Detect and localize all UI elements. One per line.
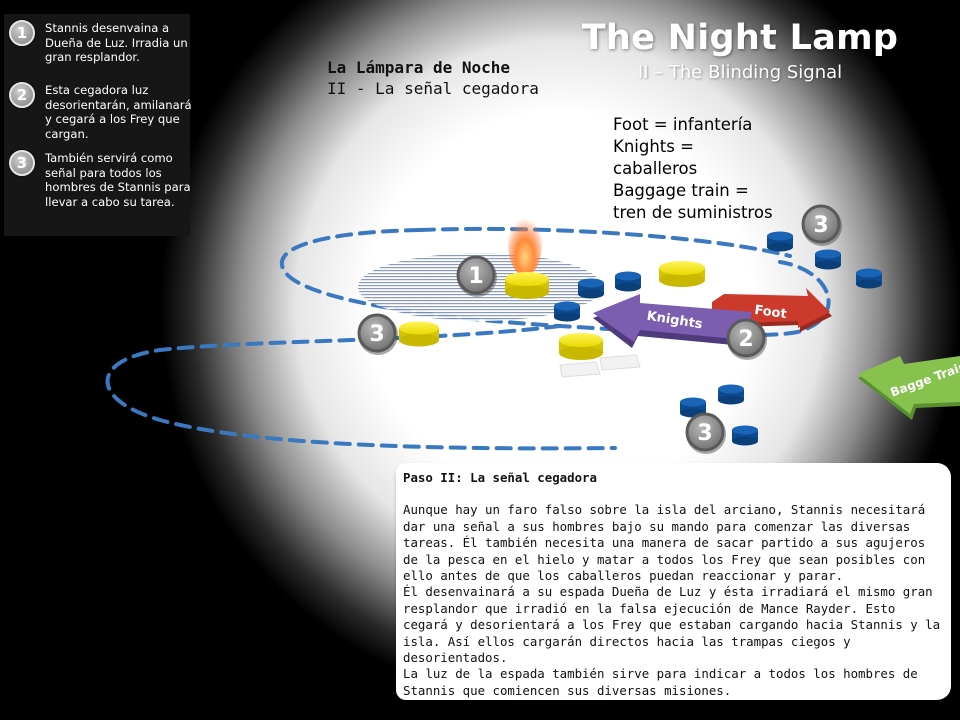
legend-number-2: 2 (9, 82, 35, 108)
unit-key-line: tren de suministros (613, 203, 773, 222)
description-paragraph: Él desenvainará a su espada Dueña de Luz… (403, 584, 941, 666)
legend-text-3: También servirá como señal para todos lo… (45, 151, 191, 209)
svg-text:3: 3 (813, 213, 828, 238)
marker-2: 2 (726, 318, 767, 360)
unit-key: Foot = infantería Knights = caballeros B… (613, 114, 773, 224)
stannis-token (554, 301, 580, 322)
description-content: Paso II: La señal cegadora Aunque hay un… (403, 470, 943, 699)
unit-key-line: caballeros (613, 159, 698, 178)
stannis-token (718, 384, 744, 405)
frey-token (399, 321, 439, 347)
frey-token (559, 333, 603, 360)
svg-text:2: 2 (738, 327, 753, 352)
legend-number-1: 1 (9, 20, 35, 46)
svg-text:3: 3 (697, 421, 712, 446)
description-heading: Paso II: La señal cegadora (403, 470, 597, 485)
stannis-token (767, 231, 793, 252)
unit-key-line: Baggage train = (613, 181, 749, 200)
stannis-token (856, 268, 882, 289)
ghost-tokens (559, 354, 641, 378)
baggage-train-arrow: Bagge Train (858, 356, 960, 420)
unit-key-line: Knights = (613, 137, 694, 156)
spanish-subtitle: II - La señal cegadora (327, 79, 539, 98)
stannis-token (615, 271, 641, 292)
description-box: Paso II: La señal cegadora Aunque hay un… (396, 463, 951, 700)
svg-text:1: 1 (468, 264, 483, 289)
description-paragraph: Aunque hay un faro falso sobre la isla d… (403, 502, 926, 584)
page-subtitle: II – The Blinding Signal (637, 62, 843, 83)
lightbringer-flame-icon (508, 212, 542, 276)
legend-text-2: Esta cegadora luz desorientarán, amilana… (45, 83, 192, 141)
marker-3-bottom: 3 (685, 412, 726, 454)
stannis-token (578, 278, 604, 299)
spanish-title: La Lámpara de Noche (327, 58, 511, 77)
stannis-token (732, 425, 758, 446)
marker-1: 1 (456, 255, 497, 297)
marker-3-left: 3 (357, 313, 398, 355)
description-paragraph: La luz de la espada también sirve para i… (403, 666, 918, 698)
svg-text:3: 3 (369, 322, 384, 347)
spanish-title-block: La Lámpara de Noche II - La señal cegado… (327, 57, 539, 99)
legend-number-3: 3 (9, 150, 35, 176)
frey-token (659, 261, 705, 287)
stannis-tokens (554, 231, 882, 446)
legend-text-1: Stannis desenvaina a Dueña de Luz. Irrad… (45, 21, 188, 65)
legend-panel: 1 Stannis desenvaina a Dueña de Luz. Irr… (4, 14, 192, 236)
foot-arrow-label: Foot (753, 303, 787, 322)
frey-token (505, 272, 549, 299)
frey-tokens (399, 261, 705, 360)
marker-3-top-right: 3 (801, 204, 842, 246)
knights-arrow: Knights (593, 294, 752, 348)
unit-key-line: Foot = infantería (613, 115, 753, 134)
page-title: The Night Lamp (581, 18, 899, 58)
stannis-token (815, 249, 841, 270)
